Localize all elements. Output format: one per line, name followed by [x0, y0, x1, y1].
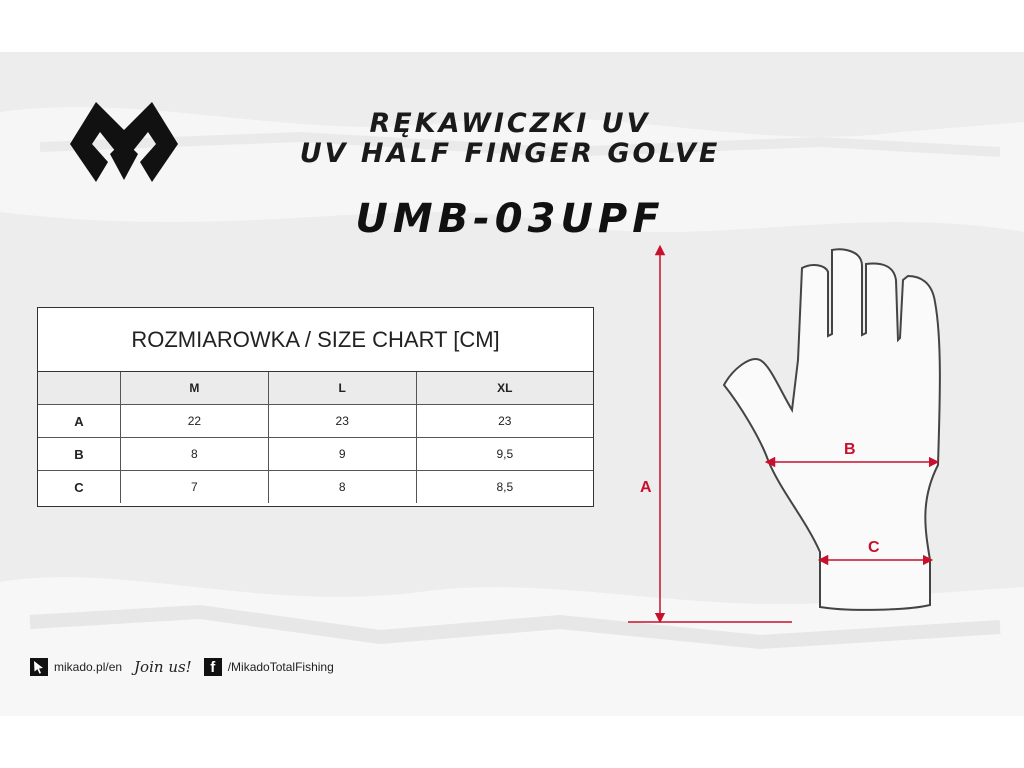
glove-outline: [722, 248, 941, 611]
table-cell: 7: [120, 470, 269, 503]
glove-diagram: A B C: [628, 244, 941, 624]
table-row: B 8 9 9,5: [38, 437, 593, 471]
row-label: B: [38, 437, 121, 471]
mikado-logo-icon: [70, 102, 178, 182]
table-cell: 9: [267, 437, 417, 471]
website-text: mikado.pl/en: [54, 660, 123, 674]
join-us-text: Join us!: [134, 658, 192, 676]
header-cell-l: L: [267, 372, 417, 405]
table-cell: 8: [267, 470, 417, 503]
size-chart-title: ROZMIAROWKA / SIZE CHART [CM]: [38, 308, 593, 372]
row-label: A: [38, 404, 121, 438]
product-title-polish: RĘKAWICZKI UV: [369, 108, 651, 139]
header-cell-m: M: [120, 372, 269, 405]
table-row: C 7 8 8,5: [38, 470, 593, 503]
table-cell: 23: [267, 404, 417, 438]
header-cell-empty: [38, 372, 121, 405]
product-title-english: UV HALF FINGER GOLVE: [299, 138, 721, 169]
table-cell: 9,5: [415, 437, 593, 471]
website-link[interactable]: mikado.pl/en: [30, 658, 122, 676]
table-cell: 23: [415, 404, 593, 438]
footer: mikado.pl/en Join us! f /MikadoTotalFish…: [30, 655, 346, 679]
facebook-link[interactable]: f /MikadoTotalFishing: [203, 658, 334, 676]
table-cell: 22: [120, 404, 269, 438]
cursor-icon: [30, 658, 48, 676]
label-c: C: [868, 539, 880, 556]
model-number: UMB-03UPF: [355, 196, 665, 242]
size-table: M L XL A 22 23 23 B 8 9 9,5 C 7 8 8,5: [38, 372, 593, 503]
label-a: A: [640, 479, 652, 496]
table-cell: 8: [120, 437, 269, 471]
header-cell-xl: XL: [415, 372, 593, 405]
table-row: A 22 23 23: [38, 404, 593, 438]
brush-texture: [0, 107, 1024, 716]
row-label: C: [38, 470, 121, 503]
facebook-icon: f: [203, 658, 222, 676]
label-b: B: [844, 441, 856, 458]
table-cell: 8,5: [415, 470, 593, 503]
size-chart: ROZMIAROWKA / SIZE CHART [CM] M L XL A 2…: [37, 307, 594, 507]
size-table-header: M L XL: [38, 372, 593, 405]
facebook-text: /MikadoTotalFishing: [227, 660, 334, 674]
